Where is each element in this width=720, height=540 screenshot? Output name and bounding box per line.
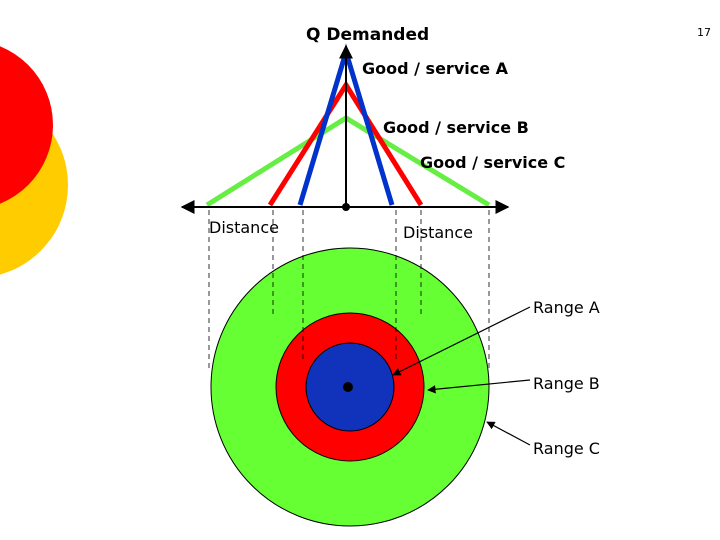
- range-b-arrow: [427, 379, 531, 394]
- left-distance-label: Distance: [209, 218, 279, 237]
- center-point: [343, 382, 353, 392]
- right-distance-label: Distance: [403, 223, 473, 242]
- range-c-arrow: [486, 421, 531, 446]
- origin-point: [342, 203, 350, 211]
- good-b-label: Good / service B: [383, 118, 529, 137]
- y-axis-label: Q Demanded: [306, 25, 429, 45]
- range-a-arrow: [392, 306, 531, 376]
- guide-lines: [208, 210, 490, 372]
- range-b-label: Range B: [533, 374, 600, 393]
- good-a-label: Good / service A: [362, 59, 509, 78]
- range-c-label: Range C: [533, 439, 600, 458]
- decor-circle-red: [0, 46, 53, 204]
- slide-number: 17: [697, 26, 711, 39]
- good-c-label: Good / service C: [420, 153, 565, 172]
- range-a-label: Range A: [533, 298, 600, 317]
